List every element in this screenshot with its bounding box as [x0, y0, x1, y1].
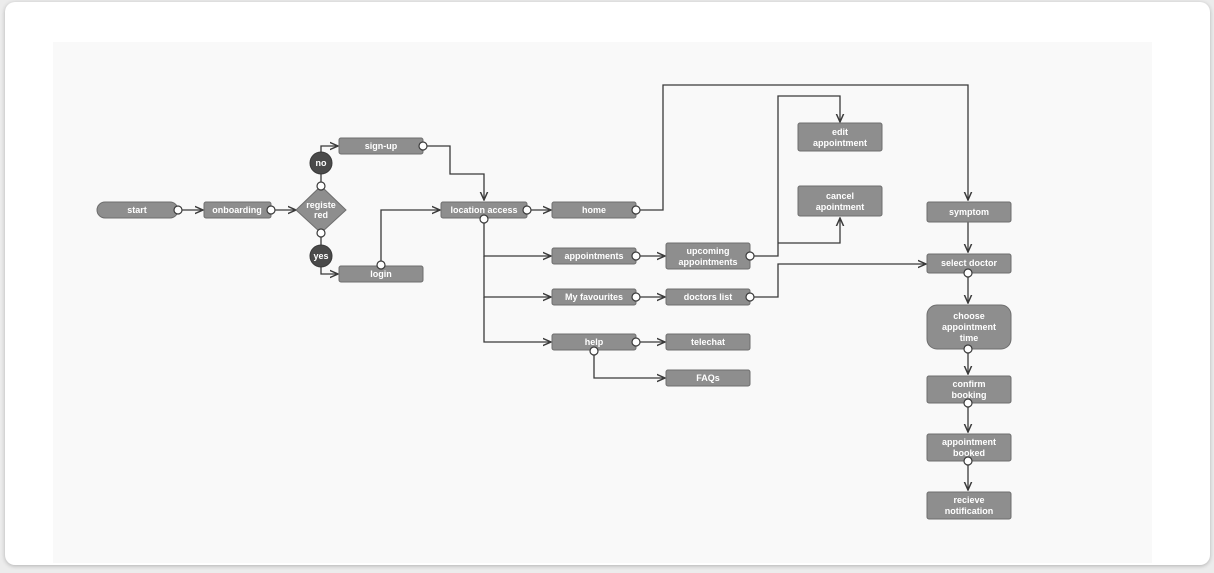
port-favourites-out [631, 292, 641, 302]
node-signup: sign-up [338, 137, 424, 155]
edge-help-faqs [593, 351, 665, 378]
node-telechat-label: telechat [691, 337, 725, 347]
connection-ports [173, 141, 973, 466]
port-location-right [522, 205, 532, 215]
node-my-favourites-label: My favourites [565, 292, 623, 302]
node-confirm-label-line2: booking [952, 390, 987, 400]
port-onboarding-out [266, 205, 276, 215]
node-signup-label: sign-up [365, 141, 398, 151]
branch-no-label: no [316, 158, 327, 168]
node-choose-label-line3: time [960, 333, 979, 343]
node-home: home [551, 201, 637, 219]
node-faqs: FAQs [665, 369, 751, 387]
node-onboarding: onboarding [203, 201, 272, 219]
node-location-access-label: location access [450, 205, 517, 215]
node-start-label: start [127, 205, 147, 215]
node-upcoming-label-line1: upcoming [687, 246, 730, 256]
node-select-doctor-label: select doctor [941, 258, 998, 268]
port-registered-bottom [316, 228, 326, 238]
node-cancel-label-line1: cancel [826, 191, 854, 201]
node-appointments: appointments [551, 247, 637, 265]
port-confirm-out [963, 398, 973, 408]
edges [178, 84, 968, 490]
node-onboarding-label: onboarding [212, 205, 262, 215]
port-doctors-out [745, 292, 755, 302]
port-help-out [631, 337, 641, 347]
port-signup-out [418, 141, 428, 151]
node-upcoming-appointments: upcoming appointments [665, 242, 751, 270]
node-symptom: symptom [926, 201, 1012, 223]
node-home-label: home [582, 205, 606, 215]
edge-upcoming-edit [750, 95, 840, 257]
node-telechat: telechat [665, 333, 751, 351]
node-start: start [96, 201, 179, 219]
edge-yes-login [320, 267, 338, 274]
edge-upcoming-cancel [778, 218, 840, 244]
node-appointments-label: appointments [564, 251, 623, 261]
port-location-bottom [479, 214, 489, 224]
edge-signup-location [423, 145, 484, 200]
port-registered-top [316, 181, 326, 191]
node-cancel-label-line2: apointment [816, 202, 865, 212]
port-booked-out [963, 456, 973, 466]
port-upcoming-out [745, 251, 755, 261]
port-home-out [631, 205, 641, 215]
node-registered-label-line2: red [314, 210, 328, 220]
node-choose-label-line1: choose [953, 311, 985, 321]
branch-yes-label: yes [313, 251, 328, 261]
node-notify-label-line1: recieve [953, 495, 984, 505]
node-symptom-label: symptom [949, 207, 989, 217]
node-doctors-list: doctors list [665, 288, 751, 306]
node-my-favourites: My favourites [551, 288, 637, 306]
edge-no-signup [320, 146, 338, 152]
node-edit-label-line2: appointment [813, 138, 867, 148]
node-faqs-label: FAQs [696, 373, 720, 383]
edge-doctors-select [750, 264, 926, 298]
port-start-out [173, 205, 183, 215]
node-help-label: help [585, 337, 604, 347]
edge-home-symptom [636, 84, 968, 211]
node-notify-label-line2: notification [945, 506, 994, 516]
node-select-doctor: select doctor [926, 253, 1012, 274]
edge-login-location [380, 210, 440, 265]
branch-label-no: no [309, 151, 333, 175]
node-upcoming-label-line2: appointments [678, 257, 737, 267]
port-choose-out [963, 344, 973, 354]
node-choose-label-line2: appointment [942, 322, 996, 332]
port-help-bottom [589, 346, 599, 356]
port-appointments-out [631, 251, 641, 261]
node-login-label: login [370, 269, 392, 279]
node-booked-label-line1: appointment [942, 437, 996, 447]
branch-label-yes: yes [309, 244, 333, 268]
node-booked-label-line2: booked [953, 448, 985, 458]
port-select-out [963, 268, 973, 278]
node-recieve-notification: recieve notification [926, 491, 1012, 520]
node-edit-label-line1: edit [832, 127, 848, 137]
node-cancel-appointment: cancel apointment [797, 185, 883, 217]
port-login-out [376, 260, 386, 270]
node-choose-appointment-time: choose appointment time [926, 304, 1012, 350]
node-edit-appointment: edit appointment [797, 122, 883, 152]
node-doctors-list-label: doctors list [684, 292, 733, 302]
edge-location-help [483, 297, 551, 342]
node-confirm-label-line1: confirm [952, 379, 985, 389]
node-registered-label-line1: registe [306, 200, 336, 210]
